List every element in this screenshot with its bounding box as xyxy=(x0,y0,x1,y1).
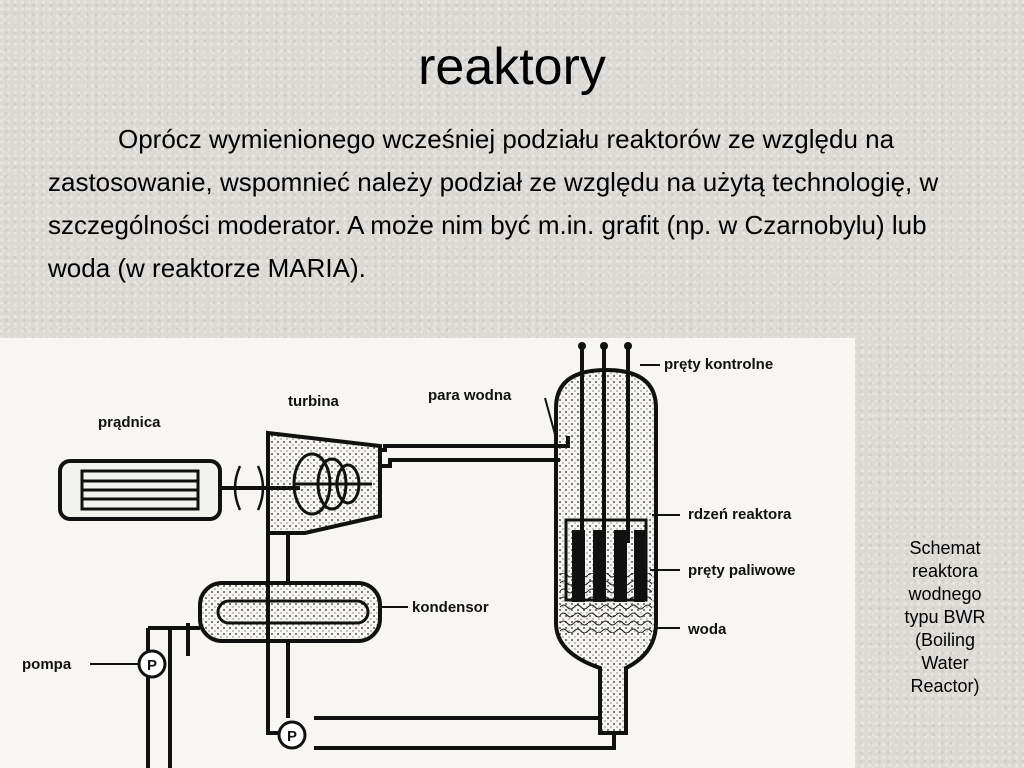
label-para-wodna: para wodna xyxy=(428,387,512,404)
bwr-reactor-diagram: P P prądnica turbina para wodna pręty ko… xyxy=(0,338,855,768)
condenser-shape xyxy=(186,581,382,656)
label-rdzen-reaktora: rdzeń reaktora xyxy=(688,506,792,523)
slide-title: reaktory xyxy=(418,38,606,96)
label-kondensor: kondensor xyxy=(412,599,489,616)
water-pipes xyxy=(146,533,616,768)
caption-line: typu BWR xyxy=(904,607,986,627)
caption-line: (Boiling xyxy=(914,630,976,650)
steam-pipe xyxy=(380,436,570,468)
pump-upper: P xyxy=(137,649,167,679)
diagram-caption: Schemat reaktora wodnego typu BWR (Boili… xyxy=(880,537,1010,698)
caption-line: wodnego xyxy=(908,584,982,604)
svg-text:P: P xyxy=(287,728,297,745)
label-pradnica: prądnica xyxy=(98,414,161,431)
label-turbina: turbina xyxy=(288,393,339,410)
caption-line: Reactor) xyxy=(910,676,980,696)
caption-line: Schemat xyxy=(909,538,981,558)
caption-line: reaktora xyxy=(911,561,979,581)
reactor-vessel-shape xyxy=(554,342,658,735)
generator-shape xyxy=(58,459,300,521)
pump-lower: P xyxy=(277,720,307,750)
caption-line: Water xyxy=(921,653,969,673)
label-prety-paliwowe: pręty paliwowe xyxy=(688,562,796,579)
label-leaders xyxy=(90,364,680,665)
label-prety-kontrolne: pręty kontrolne xyxy=(664,356,773,373)
turbine-shape xyxy=(266,430,382,535)
label-woda: woda xyxy=(687,621,727,638)
label-pompa: pompa xyxy=(22,656,72,673)
slide-paragraph: Oprócz wymienionego wcześniej podziału r… xyxy=(48,124,939,283)
svg-text:P: P xyxy=(147,657,157,674)
